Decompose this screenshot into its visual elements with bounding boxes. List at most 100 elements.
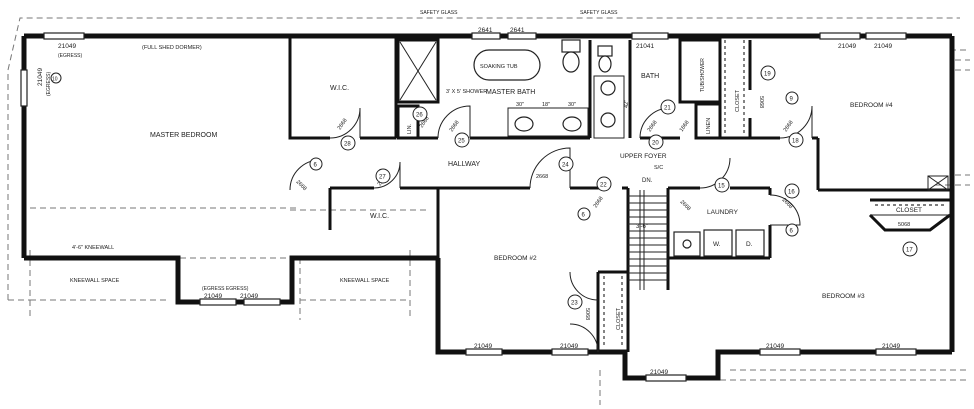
tag-15: 15 bbox=[714, 177, 730, 193]
room-linen1: LIN. bbox=[407, 123, 413, 134]
tag-24: 24 bbox=[558, 156, 574, 172]
room-master-bedroom: MASTER BEDROOM bbox=[150, 132, 217, 139]
kneewall-space-left: KNEEWALL SPACE bbox=[70, 278, 120, 284]
windows bbox=[20, 32, 917, 382]
window-labels: 21049 2641 2641 21041 21049 21049 21049 … bbox=[37, 27, 900, 376]
staircase bbox=[628, 190, 668, 290]
door-label: 2668 bbox=[781, 197, 794, 210]
tag-20: 20 bbox=[648, 134, 664, 150]
window-label: 21049 bbox=[58, 43, 76, 50]
svg-text:19: 19 bbox=[764, 72, 771, 78]
door-label: 2668 bbox=[647, 120, 659, 133]
tag-21: 21 bbox=[660, 99, 676, 115]
room-wic-top: W.I.C. bbox=[330, 85, 349, 92]
door-label: 2668 bbox=[593, 196, 605, 209]
door-label: 5068 bbox=[584, 308, 590, 320]
window-label: 21049 bbox=[882, 343, 900, 350]
room-closet-b3: CLOSET bbox=[896, 207, 922, 214]
note-stair-down: DN. bbox=[642, 178, 653, 184]
tag-23: 23 bbox=[567, 294, 583, 310]
tag-6c: 6 bbox=[785, 223, 799, 237]
room-bedroom4: BEDROOM #4 bbox=[850, 102, 893, 109]
dim-lav-gap: 18" bbox=[542, 102, 550, 108]
door-label: 2668 bbox=[449, 120, 461, 133]
interior-walls bbox=[288, 36, 951, 352]
window-label: 21049 bbox=[838, 43, 856, 50]
note-safety-glass-right: SAFETY GLASS bbox=[580, 10, 618, 16]
svg-text:15: 15 bbox=[718, 184, 725, 190]
tag-26: 26 bbox=[412, 106, 428, 122]
svg-text:21: 21 bbox=[664, 106, 671, 112]
room-dryer: D. bbox=[746, 241, 753, 248]
door-label: 2668 bbox=[783, 120, 795, 133]
door-swings bbox=[289, 105, 813, 353]
note-stair-width: 3'-6" bbox=[636, 224, 648, 230]
room-master-bath: MASTER BATH bbox=[486, 89, 535, 96]
note-shower-size: 3' X 5' SHOWER bbox=[446, 89, 487, 95]
svg-text:28: 28 bbox=[344, 142, 351, 148]
room-wic-bottom: W.I.C. bbox=[370, 213, 389, 220]
room-closet-b2: CLOSET bbox=[616, 307, 622, 330]
window-label: 21049 bbox=[474, 343, 492, 350]
room-hallway: HALLWAY bbox=[448, 161, 480, 168]
svg-text:25: 25 bbox=[458, 139, 465, 145]
svg-text:6: 6 bbox=[314, 163, 318, 169]
door-label: 2668 bbox=[679, 199, 692, 212]
note-egress-bottom: (EGRESS EGRESS) bbox=[202, 286, 249, 292]
window-label: 21049 bbox=[874, 43, 892, 50]
tag-9: 9 bbox=[785, 91, 799, 105]
tag-22: 22 bbox=[596, 176, 612, 192]
room-closet-b4: CLOSET bbox=[735, 89, 741, 112]
svg-text:27: 27 bbox=[379, 175, 386, 181]
tag-18: 18 bbox=[788, 132, 804, 148]
closet-shelves bbox=[603, 40, 945, 348]
fixtures bbox=[399, 39, 949, 257]
dim-lav1: 30" bbox=[516, 102, 524, 108]
room-linen2: LINEN bbox=[706, 118, 712, 134]
room-laundry: LAUNDRY bbox=[707, 209, 739, 216]
door-labels: 2668 2668 2668 2668 2668 2668 2668 2668 … bbox=[295, 96, 911, 320]
notes: SAFETY GLASS SAFETY GLASS (FULL SHED DOR… bbox=[46, 10, 706, 292]
tags: 6 6 6 9 10 15 16 17 18 19 20 21 22 23 24… bbox=[50, 65, 918, 310]
room-bedroom2: BEDROOM #2 bbox=[494, 255, 537, 262]
exterior-walls bbox=[21, 33, 955, 381]
window-label: 2641 bbox=[478, 27, 493, 34]
svg-text:6: 6 bbox=[790, 229, 794, 235]
door-label: 2668 bbox=[337, 118, 349, 131]
tag-28: 28 bbox=[340, 135, 356, 151]
dim-vanity-depth: 42" bbox=[624, 100, 630, 108]
door-label: 5068 bbox=[758, 96, 764, 108]
window-label: 21049 bbox=[204, 293, 222, 300]
svg-text:24: 24 bbox=[562, 163, 569, 169]
note-egress-left-side: (EGRESS) bbox=[46, 71, 52, 96]
window-label: 2641 bbox=[510, 27, 525, 34]
window-label: 21049 bbox=[240, 293, 258, 300]
window-label: 21041 bbox=[636, 43, 654, 50]
tag-16: 16 bbox=[784, 183, 800, 199]
svg-text:16: 16 bbox=[788, 190, 795, 196]
tag-17: 17 bbox=[902, 241, 918, 257]
svg-text:17: 17 bbox=[906, 248, 913, 254]
room-soaking-tub: SOAKING TUB bbox=[480, 64, 518, 70]
note-egress-top-left: (EGRESS) bbox=[58, 53, 83, 59]
tag-27: 27 bbox=[375, 168, 391, 184]
note-tub-shower: TUB/SHOWER bbox=[700, 58, 706, 92]
tag-6b: 6 bbox=[577, 207, 591, 221]
room-upper-foyer: UPPER FOYER bbox=[620, 153, 667, 160]
note-kneewall-height: 4'-6" KNEEWALL bbox=[72, 245, 114, 251]
svg-text:20: 20 bbox=[652, 141, 659, 147]
dimensions: 30" 18" 30" 42" bbox=[516, 100, 630, 108]
svg-text:6: 6 bbox=[582, 213, 586, 219]
room-labels: MASTER BEDROOM W.I.C. MASTER BATH SOAKIN… bbox=[70, 64, 922, 330]
door-label: 2668 bbox=[419, 116, 431, 129]
room-bath: BATH bbox=[641, 73, 659, 80]
window-label: 21049 bbox=[37, 68, 44, 86]
note-safety-glass-left: SAFETY GLASS bbox=[420, 10, 458, 16]
svg-text:22: 22 bbox=[600, 183, 607, 189]
room-washer: W. bbox=[713, 241, 721, 248]
door-label: 1668 bbox=[679, 120, 691, 133]
tag-10: 10 bbox=[50, 72, 62, 84]
window-label: 21049 bbox=[560, 343, 578, 350]
svg-text:9: 9 bbox=[790, 97, 794, 103]
svg-text:10: 10 bbox=[52, 77, 58, 83]
